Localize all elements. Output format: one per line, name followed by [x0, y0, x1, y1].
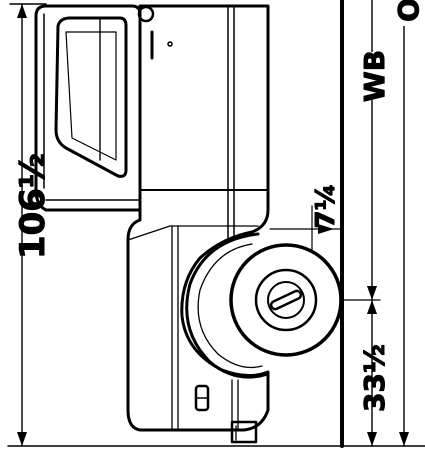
overall-length-label: O — [392, 0, 425, 22]
ground-clearance-label-group: 7¼ — [311, 183, 342, 229]
overall-length-label-group: O — [392, 0, 425, 26]
wheel-rim — [254, 268, 318, 332]
wheel-center-arrow-down — [367, 300, 377, 314]
overall-height-bottom-arrow — [17, 432, 27, 446]
overall-height-top-arrow — [17, 4, 27, 18]
overall-length-bottom-arrow — [399, 432, 409, 446]
overall-height-label-group: 106½ — [13, 152, 54, 259]
wheel-tire — [229, 243, 343, 357]
wheelbase-label-group: WB — [358, 49, 392, 102]
wheel-center-arrow-up — [367, 286, 377, 300]
clearance-arrow-left — [318, 224, 334, 234]
wheel-arch-outer — [185, 232, 270, 379]
wheel-center-label: 33½ — [358, 344, 391, 412]
wheel-hub — [267, 281, 305, 319]
body-outline — [126, 4, 270, 432]
cab-window-inner — [65, 31, 117, 161]
wheel-center-label-group: 33½ — [358, 344, 392, 413]
rear-bumper — [230, 420, 258, 444]
lower-sill — [127, 225, 259, 241]
wheelbase-bottom-arrow — [367, 432, 377, 446]
door-lock — [167, 41, 173, 47]
ground-clearance-label: 7¼ — [311, 183, 341, 228]
overall-height-label: 106½ — [13, 153, 53, 259]
cab-outline — [34, 4, 142, 212]
wheel-hub-slot — [269, 289, 303, 311]
cab-window — [54, 16, 128, 178]
wheel-arch-inner — [197, 243, 263, 369]
wheelbase-label: WB — [358, 50, 391, 102]
